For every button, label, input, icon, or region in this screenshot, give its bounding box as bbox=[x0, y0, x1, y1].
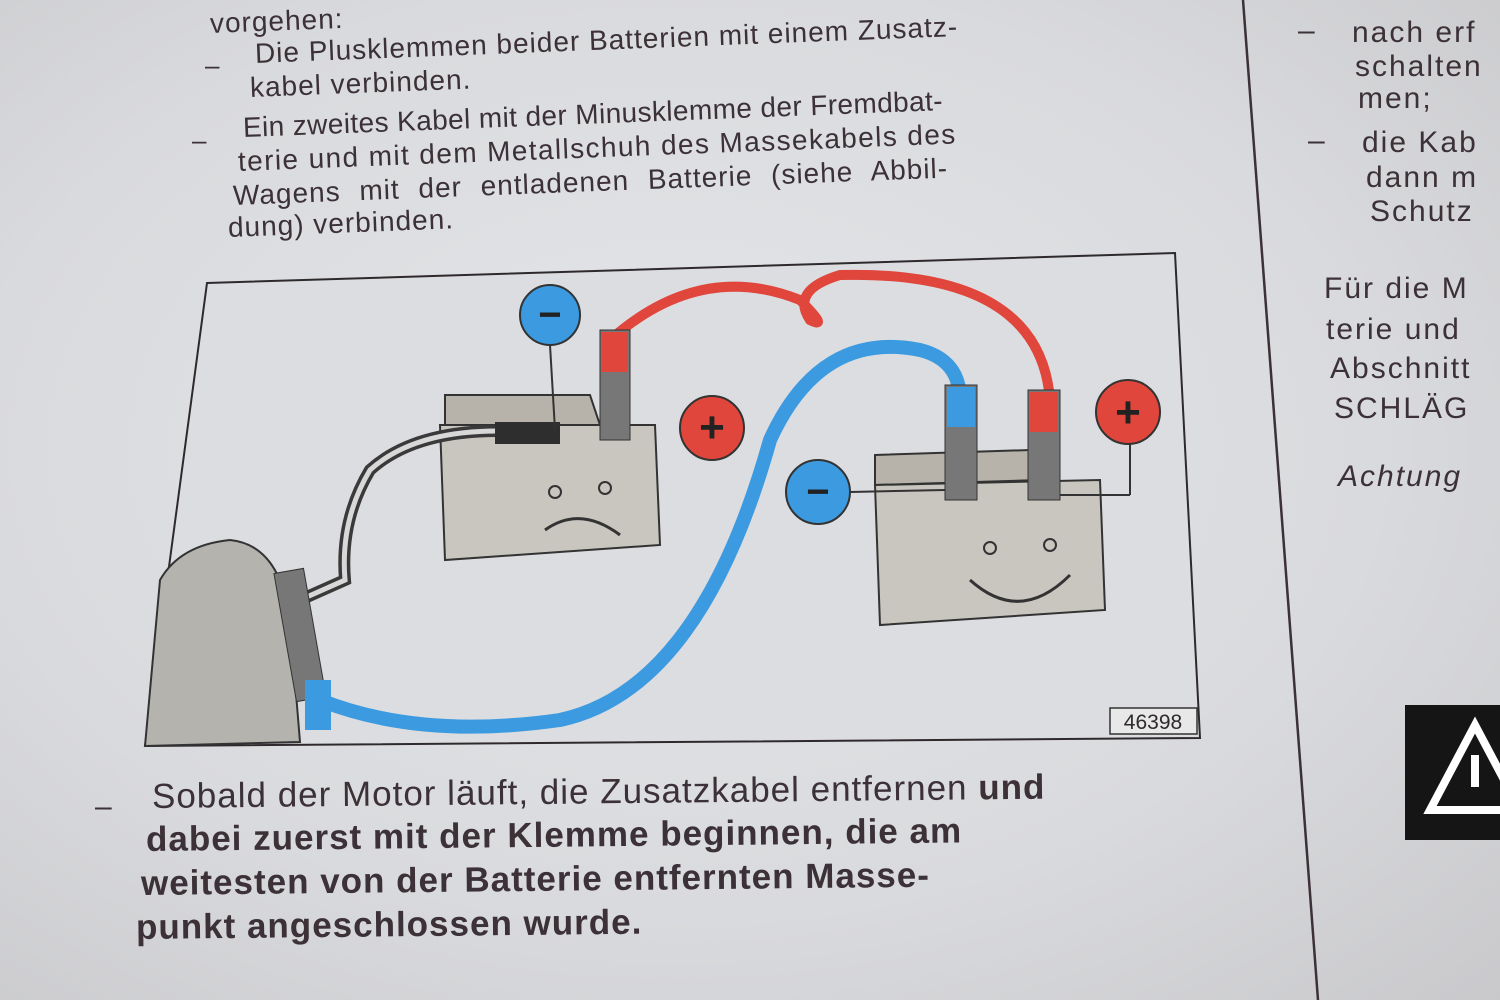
figure-number-box bbox=[1109, 707, 1198, 735]
bullet-dash: – bbox=[192, 125, 207, 155]
ground-cable-lug bbox=[495, 422, 560, 444]
discharged-battery bbox=[438, 394, 662, 562]
plus-marker-icon bbox=[679, 395, 745, 461]
plus-symbol: + bbox=[1115, 388, 1141, 437]
figure-number: 46398 bbox=[1124, 711, 1182, 734]
bullet-dash: – bbox=[1298, 14, 1317, 47]
right-para-line1: Für die M bbox=[1324, 272, 1469, 305]
plus-symbol: + bbox=[699, 403, 725, 452]
right-note: Achtung bbox=[1338, 460, 1463, 493]
right-item1-line2: schalten bbox=[1355, 50, 1483, 83]
minus-marker-icon bbox=[785, 459, 851, 525]
right-para-line2: terie und bbox=[1326, 313, 1461, 346]
red-cable bbox=[606, 269, 1055, 401]
right-item2-line2: dann m bbox=[1366, 161, 1479, 194]
plus-marker-icon bbox=[1095, 379, 1161, 445]
right-item2-line3: Schutz bbox=[1370, 195, 1474, 228]
right-item1-line3: men; bbox=[1358, 82, 1433, 115]
right-item2-line1: die Kab bbox=[1362, 126, 1478, 159]
bullet-dash: – bbox=[1308, 124, 1327, 157]
right-para-line4: SCHLÄG bbox=[1334, 392, 1470, 425]
minus-marker-icon bbox=[519, 284, 581, 346]
blue-cable bbox=[317, 339, 967, 734]
bullet-dash: – bbox=[205, 50, 220, 80]
right-para-line3: Abschnitt bbox=[1330, 352, 1472, 385]
warning-icon bbox=[1405, 705, 1500, 840]
bullet-dash: – bbox=[95, 790, 112, 823]
minus-symbol: − bbox=[806, 470, 829, 514]
happy-mouth bbox=[968, 573, 1072, 603]
minus-symbol: − bbox=[538, 293, 561, 337]
sad-mouth bbox=[544, 517, 621, 537]
right-item1-line1: nach erf bbox=[1352, 16, 1477, 49]
